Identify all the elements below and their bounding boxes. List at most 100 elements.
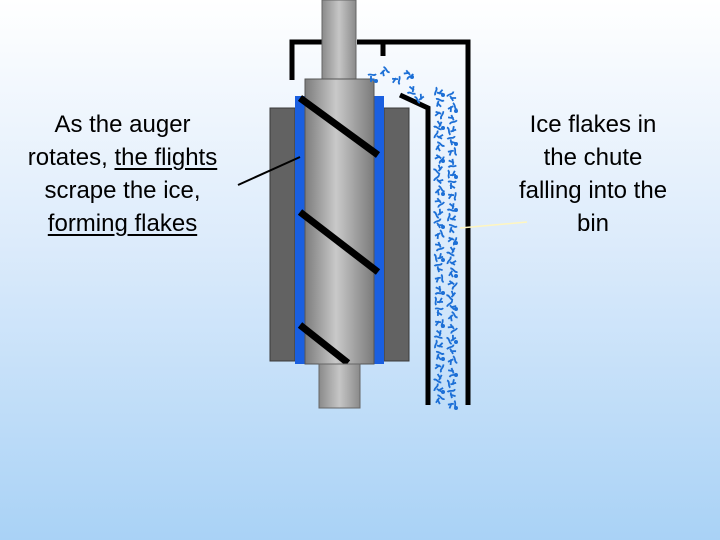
- ice-flake-icon: [441, 126, 445, 130]
- ice-flake-icon: [434, 273, 445, 284]
- left-leader-line: [237, 156, 301, 186]
- ice-flake-icon: [434, 296, 444, 306]
- ice-flake-icon: [446, 334, 457, 345]
- ice-flake-icon: [447, 311, 458, 322]
- evaporator-wall-right: [383, 107, 410, 362]
- ice-flake-icon: [454, 274, 458, 278]
- ice-flake-icon: [446, 126, 457, 136]
- ice-flake-icon: [447, 323, 458, 334]
- ice-flake-icon: [434, 241, 445, 252]
- ice-flake-icon: [446, 388, 456, 399]
- ice-flake-icon: [434, 339, 444, 349]
- ice-flake-icon: [441, 258, 445, 262]
- chute-caption-line: falling into the: [518, 177, 668, 204]
- ice-flake-icon: [433, 253, 444, 263]
- auger-flight: [297, 95, 381, 158]
- ice-flake-icon: [448, 223, 458, 234]
- ice-flake-icon: [446, 246, 456, 257]
- ice-flake-icon: [441, 159, 445, 163]
- ice-flake-icon: [433, 130, 444, 140]
- chute-caption: Ice flakes in the chute falling into the…: [498, 108, 688, 240]
- ice-flake-icon: [448, 191, 457, 202]
- ice-flake-icon: [433, 218, 444, 229]
- ice-flake-icon: [447, 180, 457, 189]
- housing-frame-left: [289, 39, 322, 80]
- ice-flake-icon: [448, 267, 458, 278]
- ice-flake-icon: [433, 174, 444, 185]
- auger-bottom-shaft: [318, 363, 361, 409]
- ice-flake-icon: [454, 109, 458, 113]
- ice-flake-icon: [447, 169, 457, 179]
- ice-flake-icon: [446, 344, 457, 355]
- ice-flake-icon: [433, 373, 443, 384]
- ice-flake-icon: [447, 114, 458, 125]
- ice-flake-icon: [454, 307, 458, 311]
- ice-flake-icon: [434, 363, 445, 373]
- ice-flake-icon: [446, 256, 457, 266]
- ice-flakes: [367, 66, 458, 410]
- ice-flake-icon: [410, 75, 414, 79]
- ice-flake-icon: [435, 350, 445, 361]
- auger-flights: [297, 95, 381, 366]
- ice-flake-icon: [454, 175, 458, 179]
- evaporator-wall-left: [269, 107, 296, 362]
- auger-caption-line: scrape the ice,: [44, 177, 201, 204]
- ice-flake-icon: [454, 373, 458, 377]
- ice-flake-icon: [374, 79, 378, 83]
- ice-flake-icon: [433, 262, 443, 273]
- ice-flake-icon: [447, 355, 458, 366]
- ice-flake-icon: [441, 93, 445, 97]
- flakes-term: forming flakes: [47, 210, 198, 237]
- auger-flight: [297, 322, 351, 366]
- ice-flake-icon: [434, 197, 445, 208]
- ice-flake-icon: [454, 142, 458, 146]
- ice-flake-icon: [441, 192, 445, 196]
- ice-flake-icon: [392, 75, 401, 85]
- ice-flake-icon: [454, 340, 458, 344]
- housing-frame-top-right: [357, 39, 471, 405]
- ice-flake-icon: [441, 324, 445, 328]
- auger-caption-line: As the auger: [54, 111, 191, 138]
- ice-flake-icon: [441, 390, 445, 394]
- ice-flake-icon: [447, 158, 457, 168]
- ice-flake-icon: [379, 66, 390, 77]
- ice-flake-icon: [435, 394, 445, 405]
- ice-flake-icon: [414, 93, 425, 104]
- ice-flake-icon: [454, 406, 458, 410]
- auger-caption: As the auger rotates, the flights scrape…: [5, 108, 240, 240]
- ice-flake-icon: [433, 208, 444, 219]
- ice-flake-icon: [446, 379, 457, 389]
- auger-caption-text: rotates,: [27, 144, 115, 171]
- ice-flake-icon: [447, 212, 457, 222]
- auger-caption-line: rotates, the flights: [5, 141, 240, 174]
- ice-flake-icon: [446, 300, 457, 311]
- ice-flake-icon: [403, 69, 414, 80]
- housing-frame: [289, 39, 471, 405]
- right-leader-line: [459, 221, 528, 229]
- ice-flake-icon: [447, 146, 458, 156]
- chute-caption-line: bin: [576, 210, 610, 237]
- chute-caption-line: the chute: [543, 144, 643, 171]
- auger-top-shaft: [321, 0, 357, 83]
- ice-flake-icon: [434, 110, 445, 120]
- ice-flake-icon: [434, 229, 445, 240]
- ice-flake-icon: [406, 85, 416, 95]
- ice-flake-icon: [447, 280, 458, 290]
- ice-flake-icon: [446, 91, 457, 102]
- ice-flake-icon: [433, 164, 444, 175]
- ice-flake-icon: [433, 120, 443, 131]
- ice-flake-icon: [433, 329, 443, 339]
- ice-flake-icon: [441, 291, 445, 295]
- chute-inner-wall: [398, 92, 431, 405]
- ice-flake-icon: [454, 241, 458, 245]
- chute-caption-line: Ice flakes in: [529, 111, 657, 138]
- ice-flake-icon: [434, 185, 445, 196]
- ice-flake-icon: [446, 290, 457, 301]
- ice-flake-icon: [441, 225, 445, 229]
- ice-flake-icon: [433, 383, 444, 393]
- ice-flake-icon: [454, 208, 458, 212]
- ice-flake-icon: [434, 307, 444, 316]
- ice-flake-icon: [435, 97, 445, 108]
- ice-flake-icon: [441, 357, 445, 361]
